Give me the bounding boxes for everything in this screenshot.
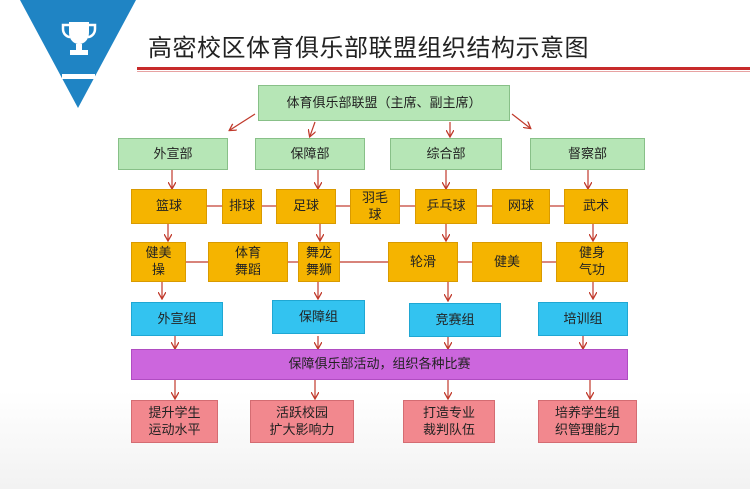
- club-box: 排球: [222, 189, 262, 224]
- club-box: 体育 舞蹈: [208, 242, 288, 282]
- title-underline-thin: [137, 71, 750, 72]
- club-box: 舞龙 舞狮: [298, 242, 340, 282]
- activity-box: 保障俱乐部活动，组织各种比赛: [131, 349, 628, 380]
- club-box: 健身 气功: [556, 242, 628, 282]
- club-box: 轮滑: [388, 242, 458, 282]
- department-box: 综合部: [390, 138, 502, 170]
- goal-box: 培养学生组 织管理能力: [538, 400, 637, 443]
- group-box: 外宣组: [131, 302, 223, 336]
- goal-box: 活跃校园 扩大影响力: [250, 400, 354, 443]
- club-box: 羽毛 球: [350, 189, 400, 224]
- club-box: 乒乓球: [415, 189, 477, 224]
- trophy-icon: [61, 22, 97, 55]
- club-box: 健美: [472, 242, 542, 282]
- department-box: 外宣部: [118, 138, 228, 170]
- alliance-top-box: 体育俱乐部联盟（主席、副主席）: [258, 85, 510, 121]
- club-box: 网球: [492, 189, 550, 224]
- club-box: 足球: [276, 189, 336, 224]
- group-box: 竞赛组: [409, 303, 501, 337]
- club-box: 篮球: [131, 189, 207, 224]
- page-title: 高密校区体育俱乐部联盟组织结构示意图: [148, 34, 589, 62]
- group-box: 保障组: [272, 300, 365, 334]
- goal-box: 提升学生 运动水平: [131, 400, 218, 443]
- department-box: 保障部: [255, 138, 365, 170]
- group-box: 培训组: [538, 302, 628, 336]
- club-box: 武术: [564, 189, 628, 224]
- goal-box: 打造专业 裁判队伍: [403, 400, 495, 443]
- title-underline: [137, 67, 750, 70]
- section-numeral-one: [62, 74, 95, 79]
- club-box: 健美 操: [131, 242, 186, 282]
- department-box: 督察部: [530, 138, 645, 170]
